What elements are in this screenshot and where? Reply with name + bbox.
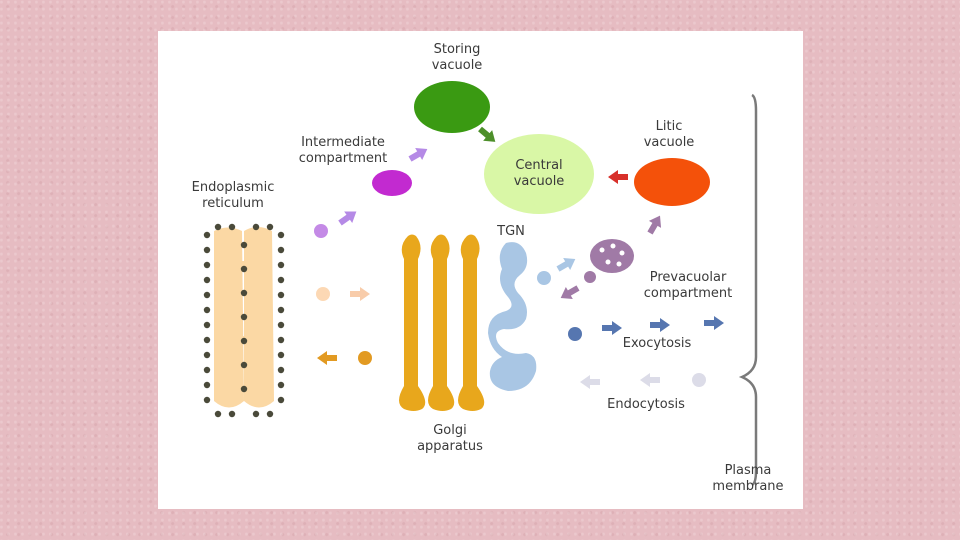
ribosomes [203, 223, 285, 418]
vesicle-exocytosis [568, 327, 582, 341]
arrow-golgi-to-er [317, 351, 337, 365]
ribosome-dot [277, 246, 285, 254]
prevacuolar-compartment [590, 239, 634, 273]
ribosome-dot [277, 366, 285, 374]
ribosome-dot [266, 410, 274, 418]
ribosome-dot [240, 385, 248, 393]
vesicle-er-intermediate [314, 224, 328, 238]
arrow-er-to-intermediate [335, 205, 361, 229]
label-intermediate-compartment: Intermediate compartment [298, 135, 388, 166]
arrow-er-to-golgi [350, 287, 370, 301]
label-endoplasmic-reticulum: Endoplasmic reticulum [191, 180, 275, 211]
arrow-endocytosis-1 [580, 375, 600, 389]
ribosome-dot [240, 265, 248, 273]
vesicle-prevacuolar-tgn [584, 271, 596, 283]
ribosome-dot [203, 231, 211, 239]
storing-vacuole [414, 81, 490, 133]
label-prevacuolar-compartment: Prevacuolar compartment [643, 270, 733, 301]
ribosome-dot [266, 223, 274, 231]
vesicle-er-golgi [316, 287, 330, 301]
ribosome-dot [277, 396, 285, 404]
endoplasmic-reticulum [203, 223, 285, 418]
tgn [488, 242, 537, 391]
ribosome-dot [252, 410, 260, 418]
central-vacuole [484, 134, 594, 214]
ribosome-dot [277, 291, 285, 299]
label-endocytosis: Endocytosis [607, 397, 685, 412]
ribosome-dot [214, 223, 222, 231]
ribosome-dot [203, 306, 211, 314]
ribosome-dot [277, 351, 285, 359]
ribosome-dot [277, 276, 285, 284]
label-litic-vacuole: Litic vacuole [643, 119, 695, 150]
ribosome-dot [203, 381, 211, 389]
golgi-apparatus [399, 234, 485, 411]
ribosome-dot [203, 276, 211, 284]
label-exocytosis: Exocytosis [622, 336, 692, 351]
ribosome-dot [277, 231, 285, 239]
ribosome-dot [240, 289, 248, 297]
ribosome-dot [277, 321, 285, 329]
ribosome-dot [203, 321, 211, 329]
ribosome-dot [240, 241, 248, 249]
arrow-exocytosis-3 [704, 316, 724, 330]
ribosome-dot [277, 336, 285, 344]
ribosome-dot [203, 351, 211, 359]
arrow-litic-to-central [608, 170, 628, 184]
vesicle-golgi-er [358, 351, 372, 365]
intermediate-compartment [372, 170, 412, 196]
ribosome-dot [240, 313, 248, 321]
ribosome-dot [277, 306, 285, 314]
ribosome-dot [228, 410, 236, 418]
ribosome-dot [240, 337, 248, 345]
ribosome-dot [203, 336, 211, 344]
diagram-panel: Storing vacuole Intermediate compartment… [158, 31, 803, 509]
ribosome-dot [277, 261, 285, 269]
ribosome-dot [203, 291, 211, 299]
ribosome-dot [214, 410, 222, 418]
ribosome-dot [277, 381, 285, 389]
ribosome-dot [203, 246, 211, 254]
arrow-exocytosis-1 [602, 321, 622, 335]
ribosome-dot [203, 396, 211, 404]
vesicle-endocytosis [692, 373, 706, 387]
ribosome-dot [203, 366, 211, 374]
arrow-prevacuolar-to-tgn [557, 281, 582, 305]
arrow-exocytosis-2 [650, 318, 670, 332]
litic-vacuole [634, 158, 710, 206]
label-tgn: TGN [497, 224, 525, 239]
label-central-vacuole: Central vacuole [513, 158, 565, 189]
plasma-membrane [738, 93, 758, 487]
arrow-tgn-to-prevacuolar [554, 252, 579, 276]
arrow-intermediate-to-storing [406, 142, 431, 166]
ribosome-dot [228, 223, 236, 231]
ribosome-dot [240, 361, 248, 369]
arrow-endocytosis-2 [640, 373, 660, 387]
label-golgi-apparatus: Golgi apparatus [417, 423, 483, 454]
label-storing-vacuole: Storing vacuole [431, 42, 483, 73]
ribosome-dot [203, 261, 211, 269]
arrow-storing-to-central [475, 123, 500, 148]
vesicle-trafficking-diagram [203, 81, 758, 487]
vesicle-tgn-prevacuolar [537, 271, 551, 285]
ribosome-dot [252, 223, 260, 231]
label-plasma-membrane: Plasma membrane [712, 463, 784, 494]
arrow-prevacuolar-to-litic [643, 212, 667, 237]
